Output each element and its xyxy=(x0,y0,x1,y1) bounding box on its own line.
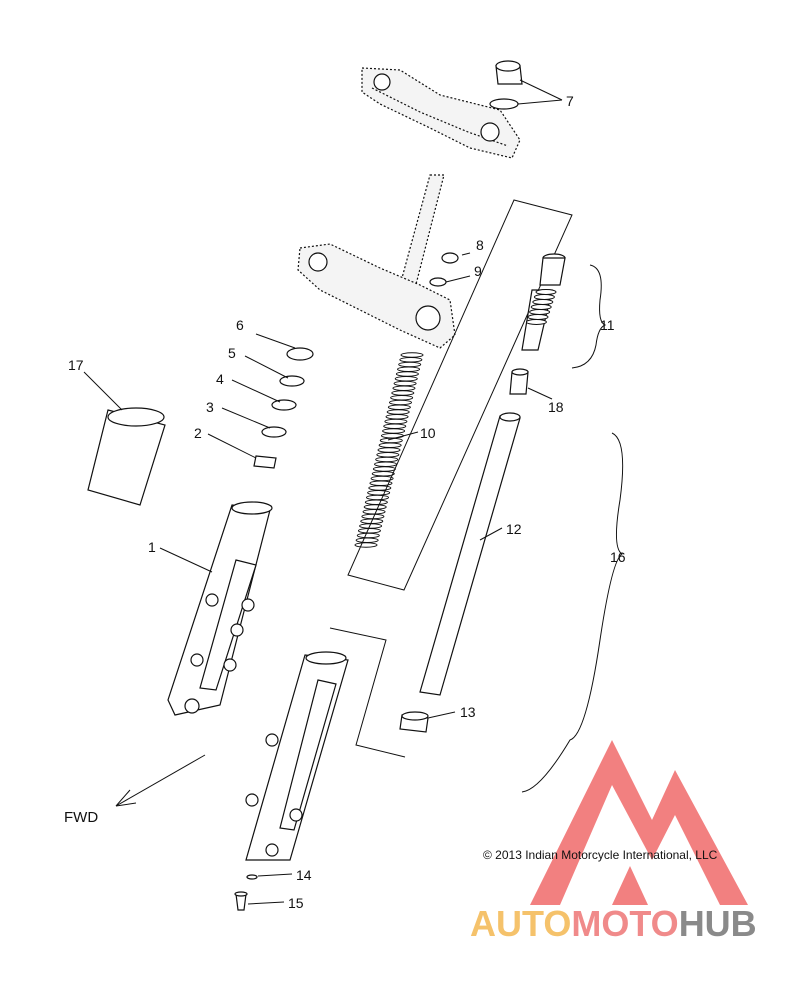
spring-coil xyxy=(364,499,388,505)
spring-coil xyxy=(363,504,387,510)
rod-ring xyxy=(530,304,552,310)
spring-coil xyxy=(390,395,414,401)
spring-coil xyxy=(362,509,386,515)
callout-2: 2 xyxy=(194,425,202,441)
part-3-ring xyxy=(261,426,287,438)
part-13-cap xyxy=(399,711,429,733)
part-14-washer xyxy=(246,874,258,880)
spring-coil xyxy=(376,452,400,458)
callout-14: 14 xyxy=(296,867,312,883)
part-12-fork-tube xyxy=(419,412,521,696)
callout-3: 3 xyxy=(206,399,214,415)
spring-coil xyxy=(356,532,380,539)
part-11-damper-rod xyxy=(521,253,566,351)
spring-coil xyxy=(374,461,398,467)
callout-16: 16 xyxy=(610,549,626,565)
spring-coil xyxy=(384,418,408,425)
watermark-hub: HUB xyxy=(679,903,757,944)
spring-coil xyxy=(372,466,396,472)
spring-coil xyxy=(385,414,409,420)
part-7-bushing xyxy=(489,60,523,110)
spring-coil xyxy=(380,433,404,439)
fwd-arrow xyxy=(115,754,206,807)
spring-coil xyxy=(398,361,422,368)
leader-lines xyxy=(83,79,563,905)
spring-coil xyxy=(357,528,381,534)
seal-stack xyxy=(253,347,314,469)
fwd-label: FWD xyxy=(64,809,98,826)
spring-coil xyxy=(382,428,406,434)
upper-triple-clamp xyxy=(361,67,521,159)
rod-ring xyxy=(529,309,551,315)
callout-11: 11 xyxy=(600,317,615,333)
fork-slider-lower xyxy=(245,651,349,861)
part-10-fork-spring xyxy=(354,352,424,548)
rod-ring xyxy=(535,289,557,295)
watermark-auto: AUTO xyxy=(470,903,571,944)
spring-coil xyxy=(395,371,419,377)
spring-coil xyxy=(378,442,402,448)
spring-coil xyxy=(394,376,418,382)
part-1-fork-slider xyxy=(167,501,273,716)
part-17-fork-cover xyxy=(87,407,166,506)
watermark-moto: MOTO xyxy=(571,903,678,944)
callout-17: 17 xyxy=(68,357,84,373)
callout-4: 4 xyxy=(216,371,224,387)
copyright-text: © 2013 Indian Motorcycle International, … xyxy=(483,848,718,862)
outline-frame-internal xyxy=(347,199,573,591)
callout-6: 6 xyxy=(236,317,244,333)
outline-frame-lower xyxy=(329,627,406,758)
spring-coil xyxy=(355,537,379,543)
spring-coil xyxy=(392,385,416,391)
spring-coil xyxy=(368,485,392,491)
part-5-washer xyxy=(279,375,305,387)
spring-coil xyxy=(367,490,391,496)
spring-coil xyxy=(370,475,394,482)
callout-8: 8 xyxy=(476,237,484,253)
spring-coil xyxy=(354,542,378,548)
callout-13: 13 xyxy=(460,704,476,720)
rod-ring xyxy=(527,314,549,320)
part-4-ring xyxy=(271,399,297,411)
callout-7: 7 xyxy=(566,93,574,109)
part-9-washer xyxy=(429,277,447,287)
brace-16 xyxy=(521,432,624,793)
spring-coil xyxy=(377,447,401,453)
spring-coil xyxy=(393,380,417,387)
callout-9: 9 xyxy=(474,263,482,279)
spring-coil xyxy=(400,352,424,358)
spring-coil xyxy=(387,404,411,410)
part-8-nut xyxy=(441,252,459,264)
spring-coil xyxy=(386,409,410,415)
brace-11 xyxy=(571,264,607,369)
spring-coil xyxy=(391,390,415,396)
spring-coil xyxy=(397,366,421,372)
watermark-logo xyxy=(530,740,748,905)
callout-18: 18 xyxy=(548,399,564,415)
spring-coil xyxy=(366,494,389,501)
rod-ring xyxy=(533,294,555,300)
spring-coil xyxy=(371,471,395,477)
part-6-seal xyxy=(286,347,314,361)
callout-12: 12 xyxy=(506,521,522,537)
part-15-bolt xyxy=(234,891,248,911)
spring-coil xyxy=(383,423,407,429)
rod-ring xyxy=(532,299,554,305)
watermark-text: AUTOMOTOHUB xyxy=(470,903,757,944)
spring-coil xyxy=(389,399,412,406)
callout-5: 5 xyxy=(228,345,236,361)
callout-1: 1 xyxy=(148,539,156,555)
lower-triple-clamp xyxy=(297,243,456,349)
part-18-bushing xyxy=(509,368,529,395)
spring-coil xyxy=(399,357,423,363)
spring-coil xyxy=(375,456,399,463)
rod-ring xyxy=(525,319,547,325)
callout-15: 15 xyxy=(288,895,304,911)
part-2-bushing xyxy=(253,455,277,469)
callout-10: 10 xyxy=(420,425,436,441)
steering-stem xyxy=(395,174,445,301)
